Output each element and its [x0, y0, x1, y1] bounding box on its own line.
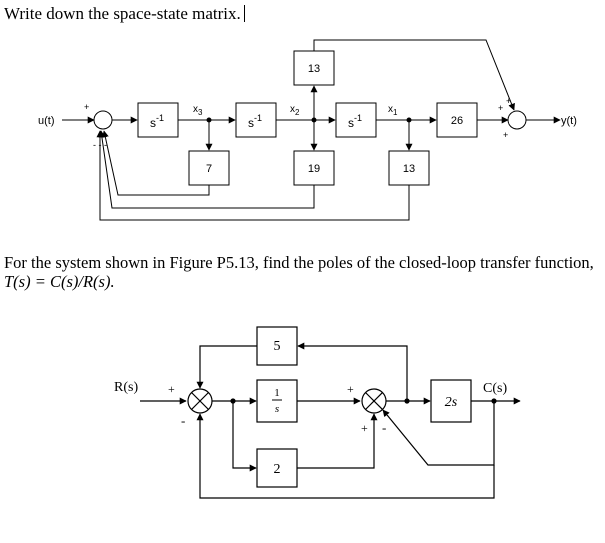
out-plus-left: +	[498, 103, 503, 113]
s2-minus-sign: -	[382, 420, 386, 435]
summing-junction-1	[187, 388, 213, 414]
state-space-diagram	[62, 39, 561, 221]
gain-block-bottom-mid	[293, 150, 335, 186]
s1-plus-sign: +	[168, 382, 175, 396]
transfer-function-label: T(s) = C(s)/R(s).	[4, 272, 115, 291]
gain-bottom-left-value: 7	[206, 163, 212, 175]
output-summing-junction	[507, 110, 527, 130]
state-x3-label: x3	[193, 104, 203, 117]
integrator-block-2	[235, 102, 277, 138]
s1-minus-sign: -	[181, 413, 185, 428]
text-cursor	[243, 5, 245, 22]
gain-bottom-mid-value: 19	[308, 163, 320, 175]
integrator-block-1	[137, 102, 179, 138]
input-summing-junction	[93, 110, 113, 130]
gain-2-block	[256, 448, 298, 488]
forward-2s-value: 2s	[445, 395, 458, 410]
state-x2-label: x2	[290, 104, 300, 117]
output-y-label: y(t)	[561, 115, 577, 127]
integrator-2-label: s-1	[248, 113, 262, 130]
gain-5-block	[256, 326, 298, 366]
out-plus-top: +	[506, 96, 511, 106]
gain-2-value: 2	[274, 462, 281, 477]
integrator-denominator: s	[275, 403, 279, 415]
integrator-1-label: s-1	[150, 113, 164, 130]
question-2-text: For the system shown in Figure P5.13, fi…	[4, 253, 600, 291]
question-2-label: For the system shown in Figure P5.13, fi…	[4, 253, 594, 272]
output-c-label: C(s)	[483, 381, 507, 396]
gain-forward-value: 26	[451, 115, 463, 127]
in-plus-sign: +	[84, 102, 89, 112]
gain-block-bottom-left	[188, 150, 230, 186]
gain-bottom-right-value: 13	[403, 163, 415, 175]
out-plus-bottom: +	[503, 130, 508, 140]
gain-top-value: 13	[308, 63, 320, 75]
question-1-label: Write down the space-state matrix.	[4, 4, 241, 23]
s2-plus-bottom: +	[361, 421, 368, 435]
integrator-numerator: 1	[274, 387, 280, 399]
integrator-3-label: s-1	[348, 113, 362, 130]
gain-block-forward	[436, 102, 478, 138]
input-u-label: u(t)	[38, 115, 55, 127]
question-1-text: Write down the space-state matrix.	[4, 4, 245, 24]
gain-5-value: 5	[274, 339, 281, 354]
gain-block-bottom-right	[388, 150, 430, 186]
s2-plus-left: +	[347, 382, 354, 396]
state-x1-label: x1	[388, 104, 398, 117]
summing-junction-2	[361, 388, 387, 414]
forward-2s-block	[430, 379, 472, 423]
in-minus-signs: - - -	[93, 140, 107, 150]
block-diagram-p5-13	[140, 326, 521, 499]
input-r-label: R(s)	[114, 380, 138, 395]
